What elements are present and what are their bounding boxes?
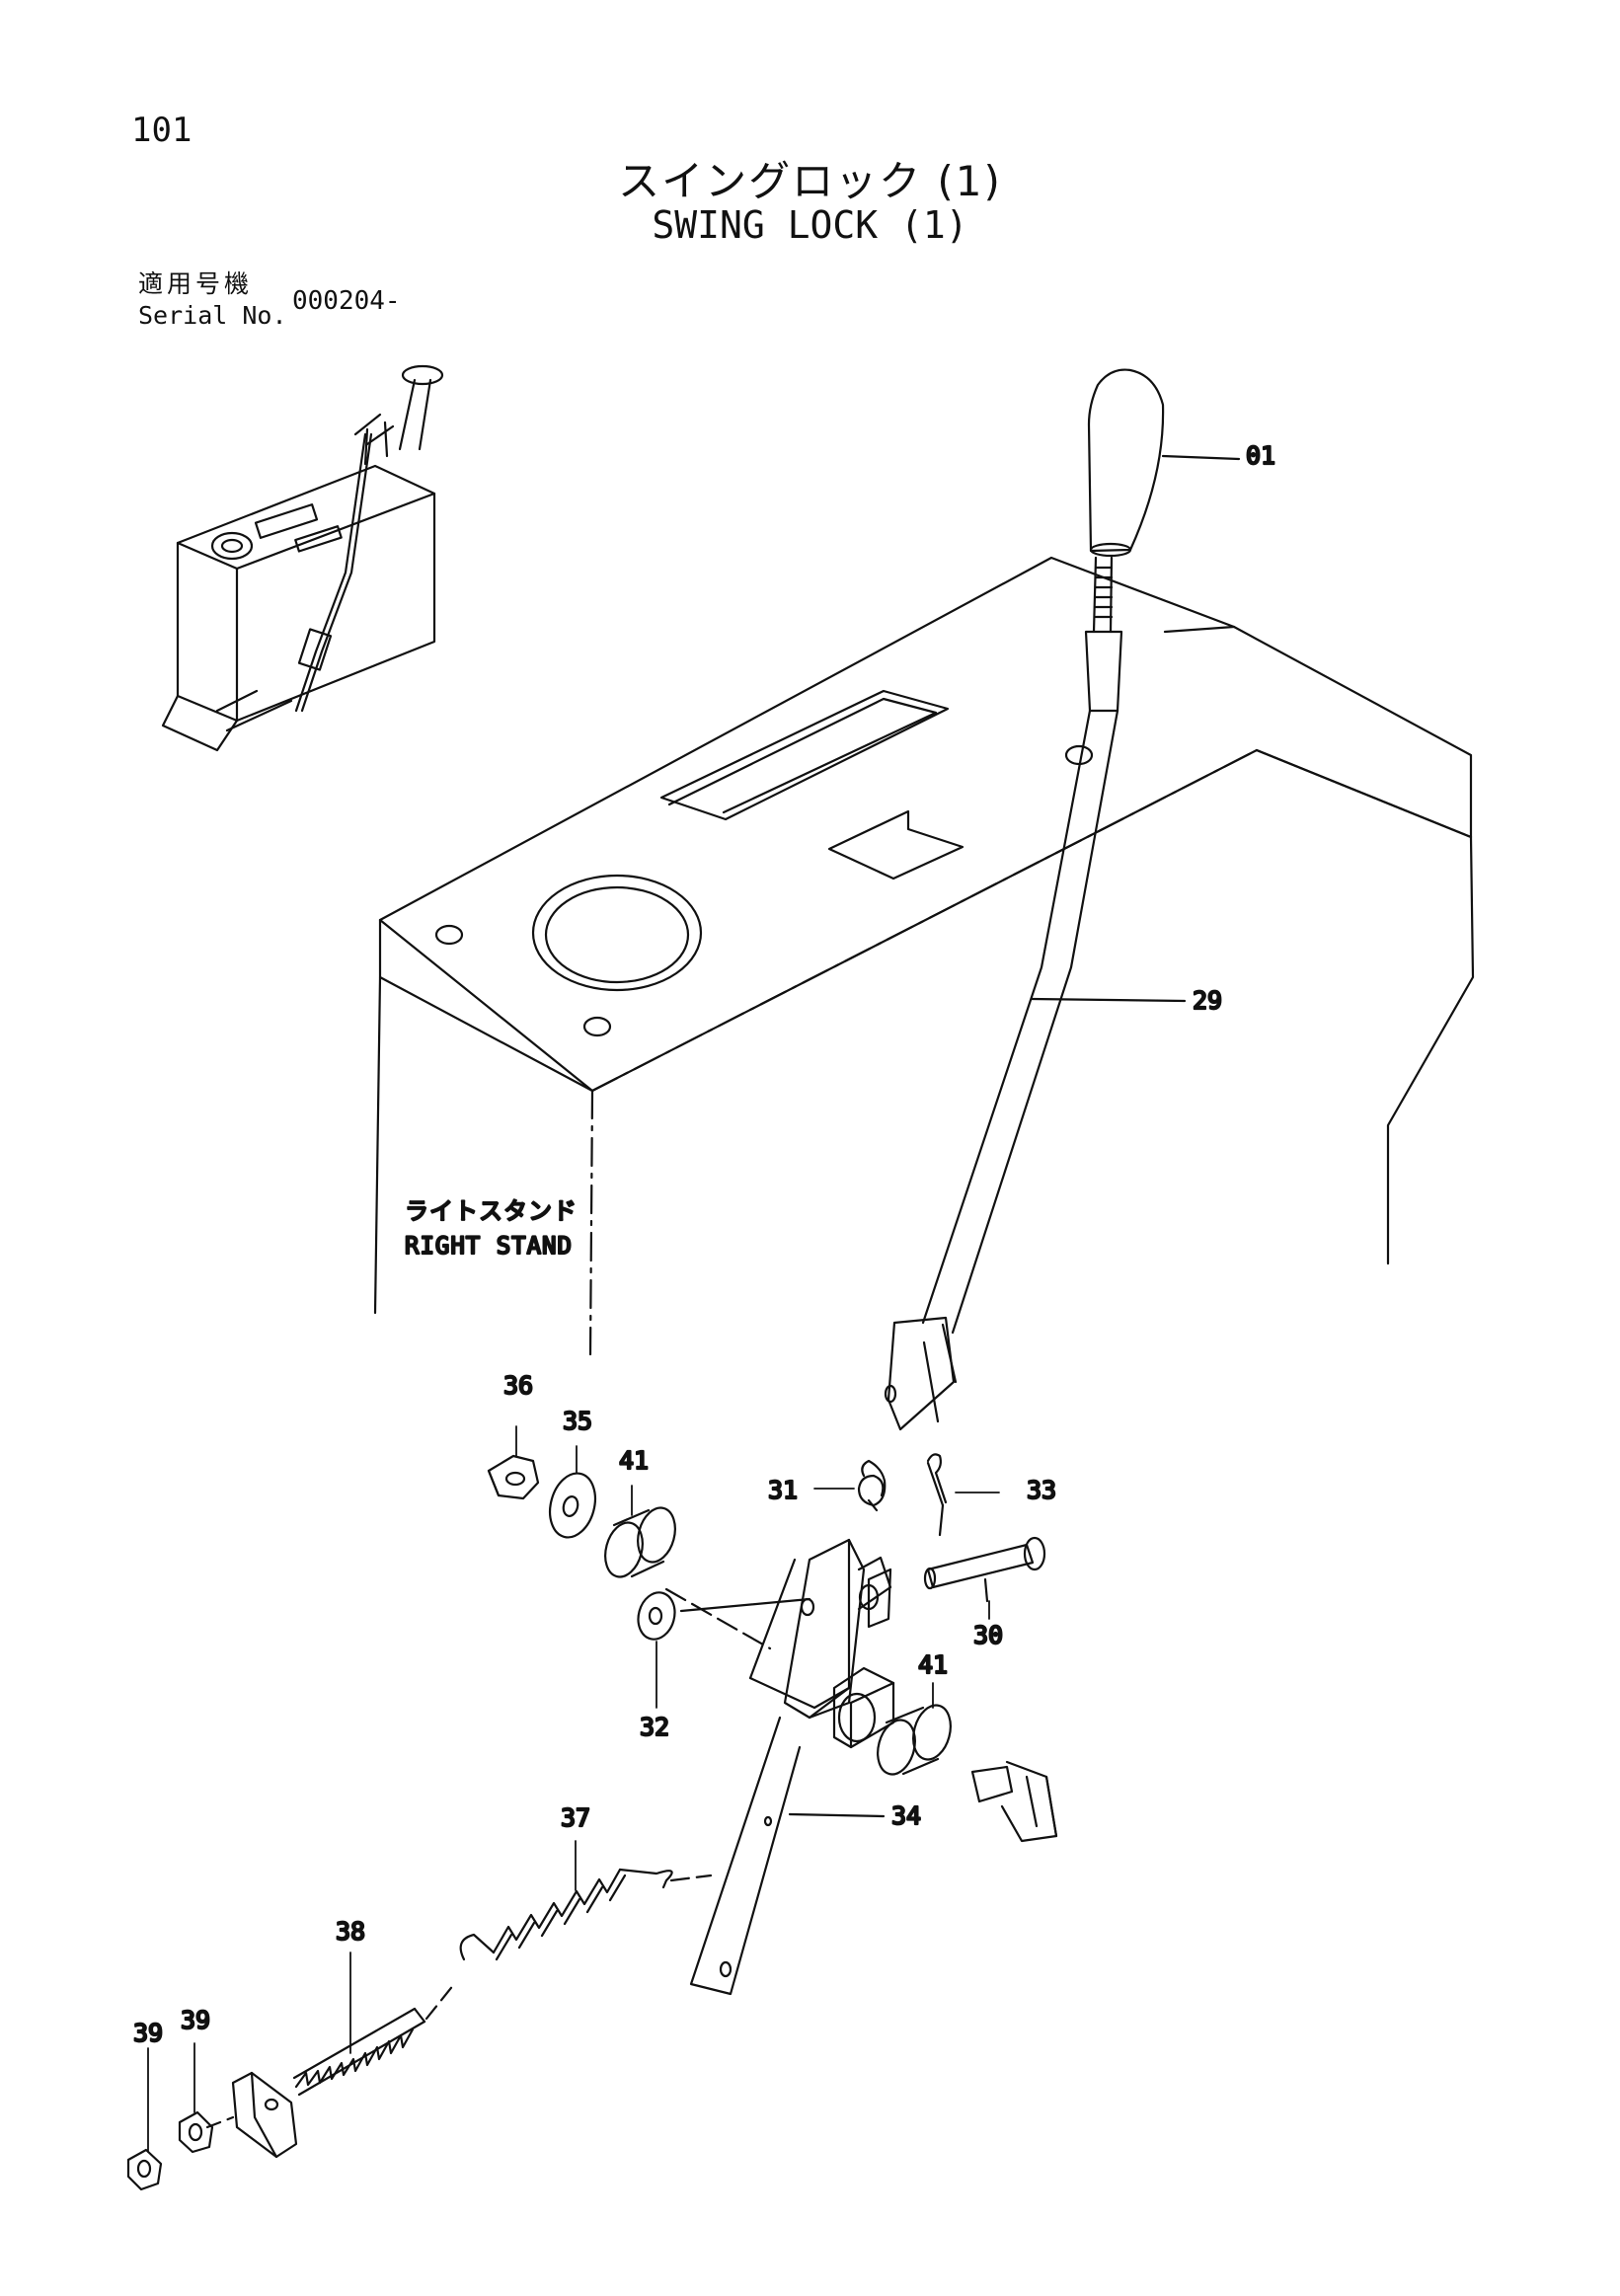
part-lever-rod: [884, 556, 1187, 1431]
part-plate: [231, 2071, 298, 2159]
part-nut-39-outer: [126, 2148, 163, 2191]
callout-leaders: [147, 1425, 1000, 2153]
callout-01: 01: [1246, 441, 1275, 470]
part-washer-35: [548, 1472, 597, 1539]
callout-41-lower: 41: [918, 1650, 948, 1679]
part-pin: [923, 1536, 1046, 1603]
callout-35: 35: [563, 1407, 592, 1435]
part-bolt-stub: [970, 1760, 1058, 1843]
part-cotter-pin: [926, 1453, 948, 1537]
serial-label-japanese: 適用号機: [138, 269, 254, 298]
page-title-japanese: スイングロック (1): [618, 157, 1002, 205]
part-bushing-lower: [877, 1704, 952, 1776]
part-washer-32: [637, 1591, 676, 1641]
part-threaded-rod: [292, 1982, 456, 2097]
part-lock-bracket: [689, 1538, 895, 1996]
part-nut: [487, 1454, 540, 1500]
callout-41-upper: 41: [619, 1446, 649, 1475]
part-bushing-upper: [604, 1506, 676, 1578]
part-knob: [1087, 368, 1241, 558]
serial-number-value: 000204-: [292, 286, 401, 316]
callout-34: 34: [891, 1801, 921, 1830]
serial-label-english: Serial No.: [138, 301, 287, 330]
right-stand-housing: [373, 556, 1475, 1356]
callout-33: 33: [1027, 1476, 1056, 1504]
part-spring-clip: [857, 1459, 887, 1512]
part-tension-spring: [459, 1868, 713, 1961]
callout-29: 29: [1193, 986, 1222, 1015]
callout-39-outer: 39: [133, 2019, 163, 2047]
callout-37: 37: [561, 1803, 590, 1832]
callout-36: 36: [503, 1371, 533, 1400]
right-stand-label-japanese: ライトスタンド: [405, 1197, 578, 1225]
page-title-english: SWING LOCK (1): [652, 203, 968, 247]
inset-overview-illustration: [161, 364, 444, 752]
right-stand-label-english: RIGHT STAND: [405, 1232, 573, 1260]
part-nut-39-inner: [178, 2110, 214, 2154]
callout-30: 30: [973, 1621, 1003, 1649]
callout-32: 32: [640, 1713, 669, 1741]
callout-39-inner: 39: [181, 2006, 210, 2034]
callout-31: 31: [768, 1476, 798, 1504]
callout-38: 38: [336, 1917, 365, 1946]
page-number: 101: [131, 111, 193, 150]
